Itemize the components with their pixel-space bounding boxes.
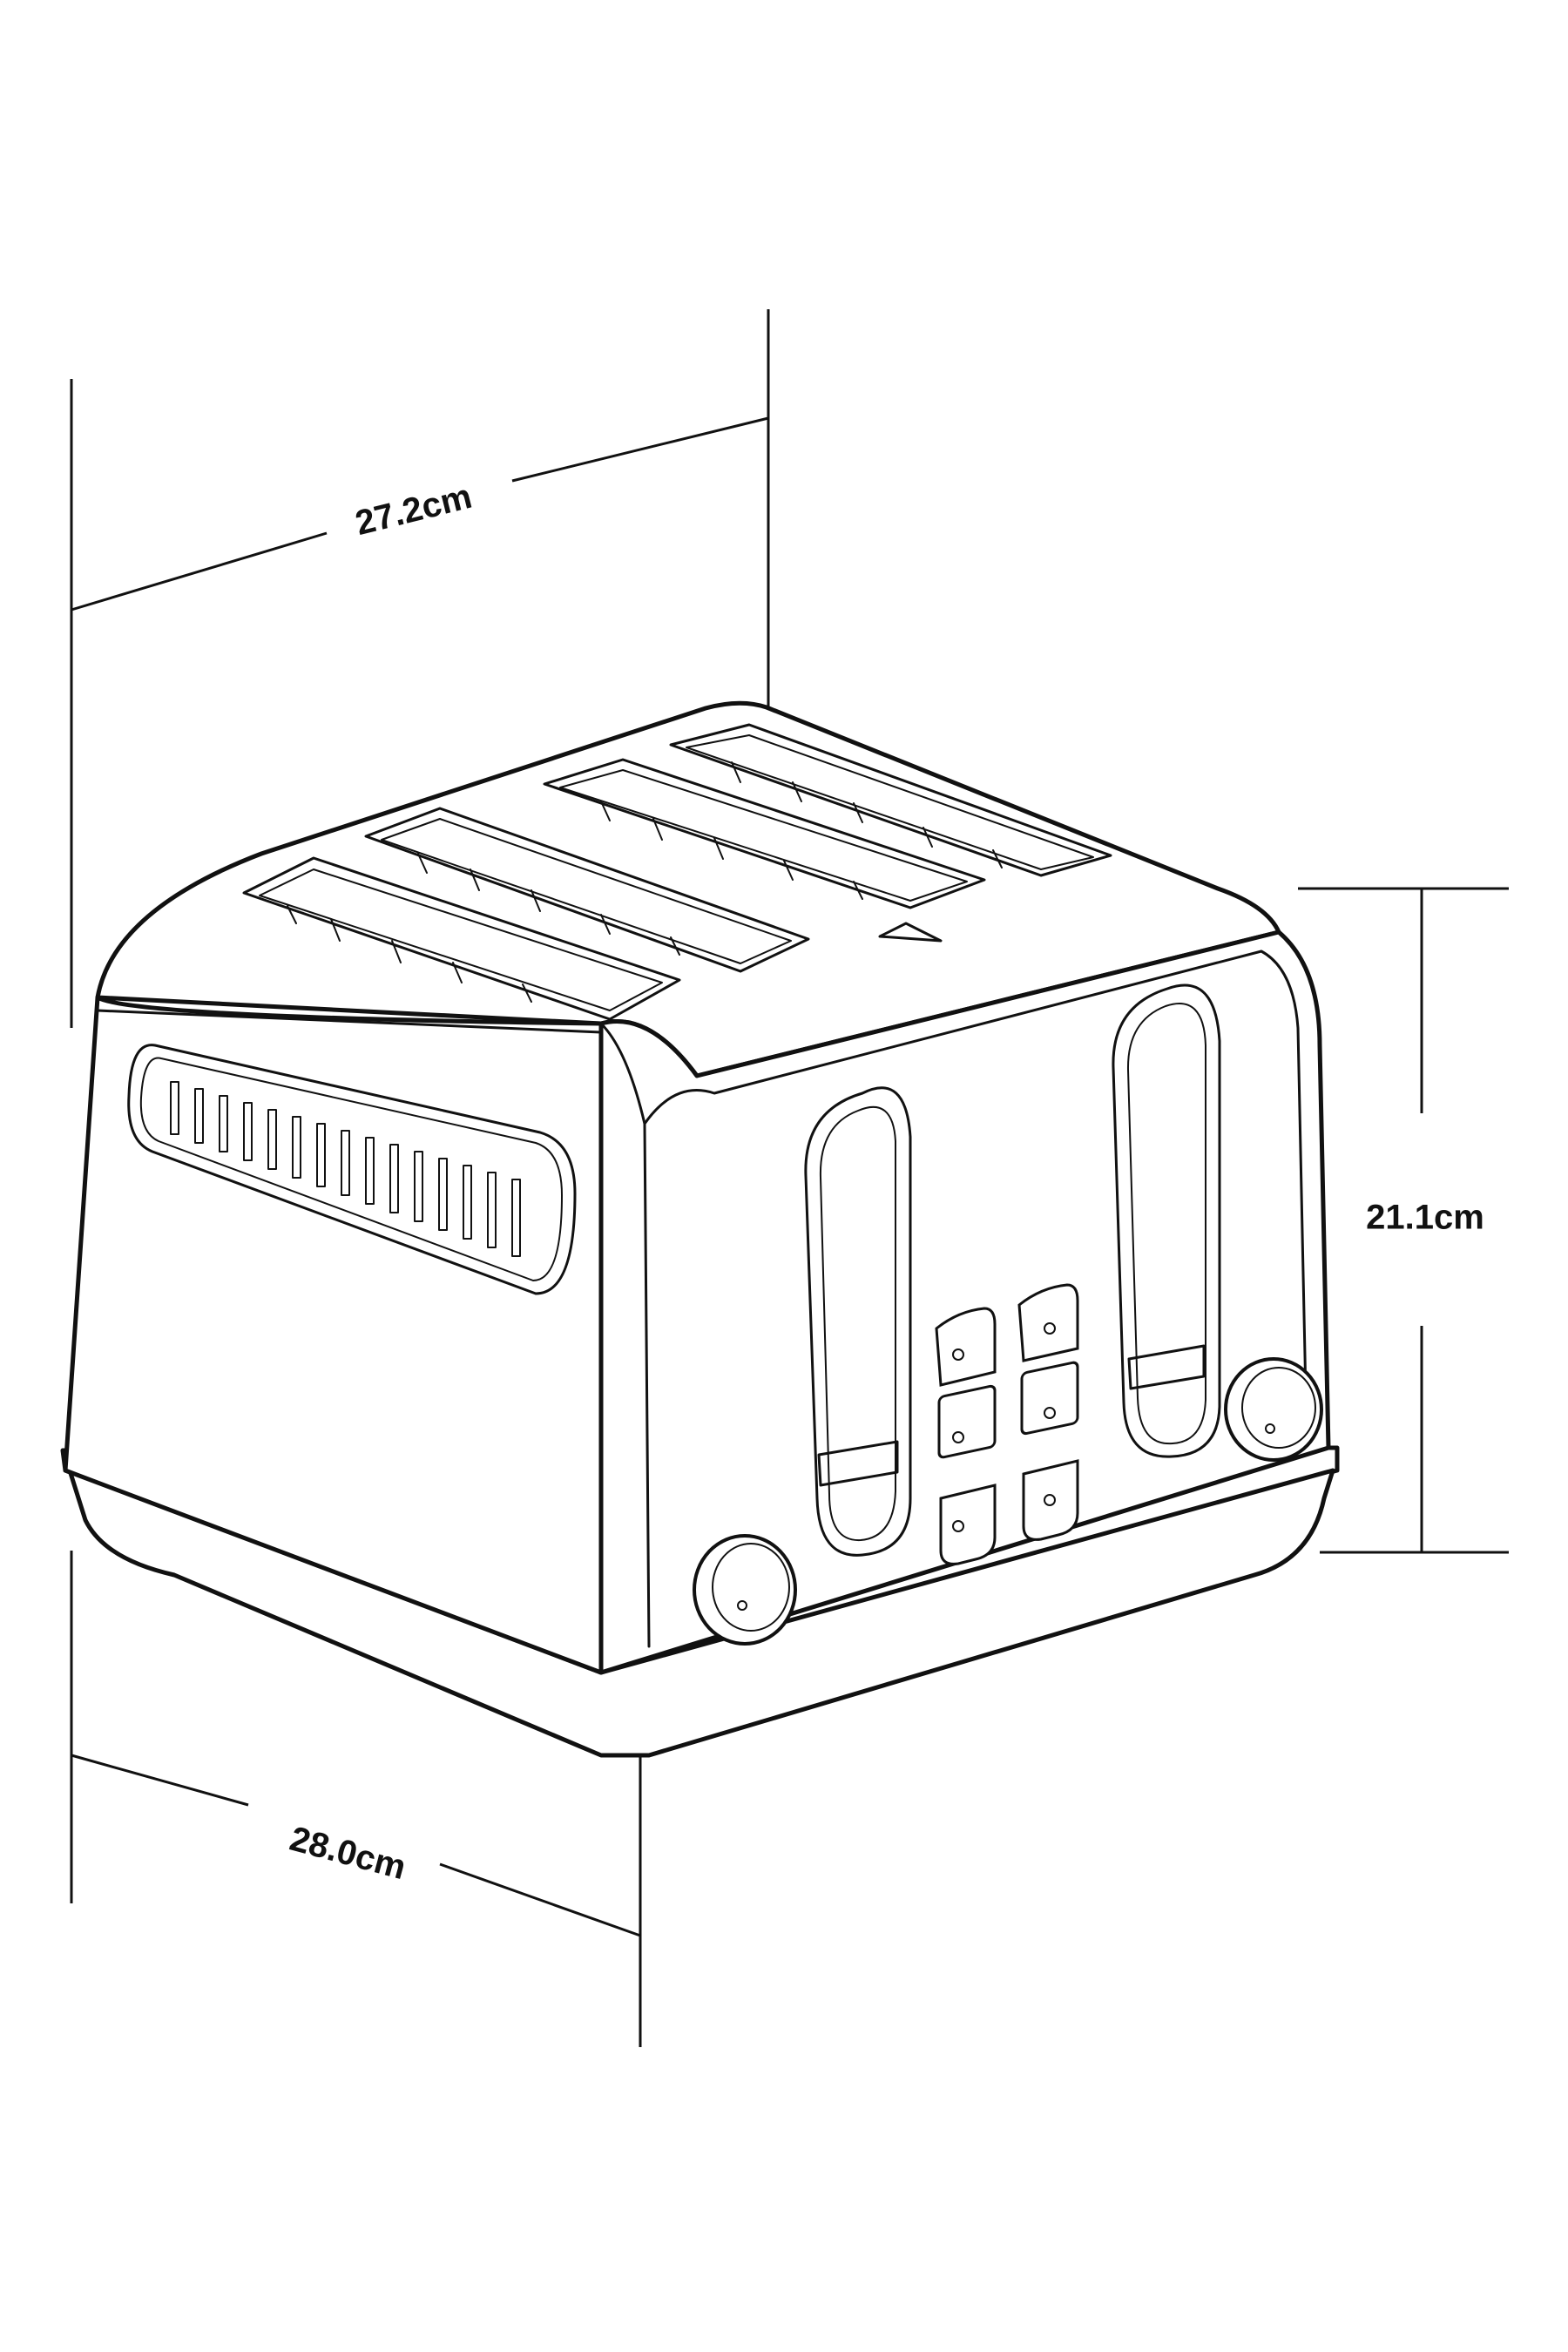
knob-right[interactable]	[1224, 1357, 1323, 1462]
base-foot	[67, 1468, 1335, 1758]
lever-right[interactable]	[1127, 1344, 1206, 1390]
lever-left[interactable]	[817, 1440, 899, 1487]
bread-slot-2	[364, 807, 810, 973]
warning-triangle-icon	[878, 922, 943, 943]
button-left-bottom[interactable]	[939, 1484, 997, 1565]
depth-dimension-line-a	[71, 531, 328, 612]
button-right-middle[interactable]	[1020, 1361, 1079, 1436]
side-top-edge	[96, 1009, 603, 1034]
dimension-lines	[70, 309, 1509, 2047]
button-left-top[interactable]	[935, 1307, 997, 1387]
bread-slots	[242, 723, 1112, 1021]
lever-channel-left[interactable]	[804, 1086, 912, 1557]
front-inner-edge	[643, 950, 1308, 1648]
bread-slot-4	[669, 723, 1112, 877]
corner-round	[599, 1022, 646, 1125]
height-label: 21.1cm	[1366, 1199, 1484, 1237]
control-buttons	[935, 1283, 1079, 1565]
width-label: 28.0cm	[286, 1820, 409, 1888]
side-face	[63, 995, 604, 1675]
depth-dimension-line-b	[511, 416, 769, 483]
button-right-bottom[interactable]	[1022, 1459, 1079, 1541]
bread-slot-3	[543, 758, 986, 909]
bread-slot-1	[242, 856, 681, 1021]
width-dimension-line-a	[71, 1754, 249, 1807]
width-dimension-line-b	[439, 1862, 641, 1937]
button-left-middle[interactable]	[937, 1384, 997, 1459]
side-vent	[127, 1044, 577, 1295]
front-face	[598, 929, 1331, 1675]
lever-channel-right[interactable]	[1112, 983, 1221, 1458]
toaster-illustration	[60, 700, 1340, 1758]
depth-label: 27.2cm	[352, 477, 476, 544]
vent-slots	[170, 1081, 521, 1257]
knob-left[interactable]	[693, 1534, 797, 1646]
